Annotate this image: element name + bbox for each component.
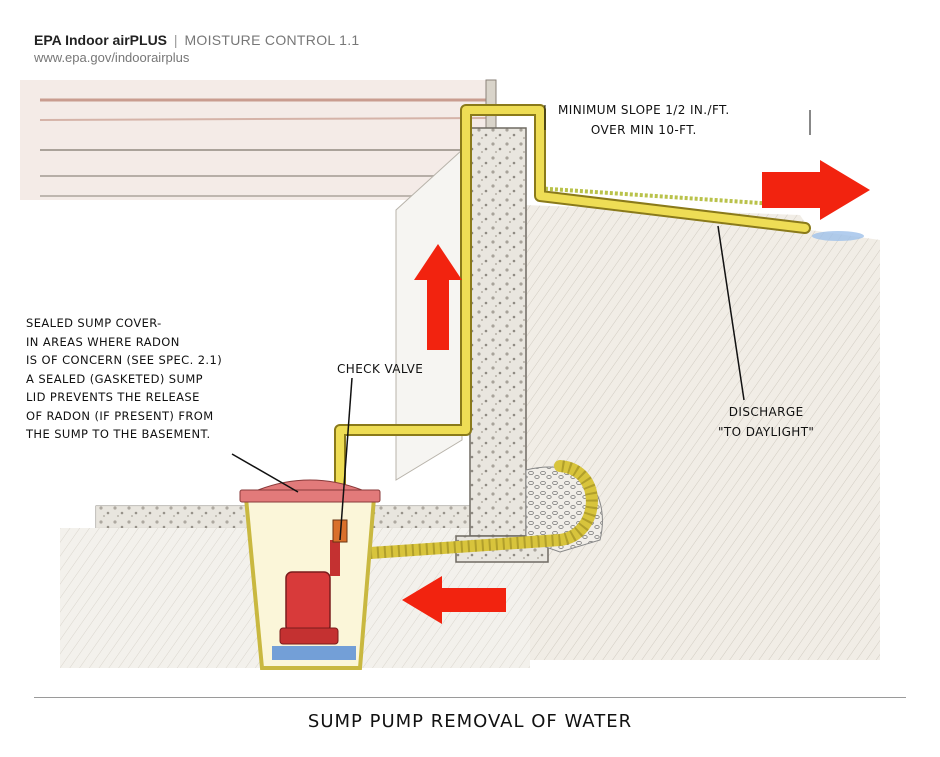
check-valve-label: CHECK VALVE: [337, 362, 424, 376]
sump-pump: [279, 540, 340, 645]
slope-line: MINIMUM SLOPE 1/2 IN./FT.: [558, 103, 730, 117]
brand-line: EPA Indoor airPLUS | MOISTURE CONTROL 1.…: [34, 32, 360, 48]
section-label: MOISTURE CONTROL 1.1: [184, 32, 360, 48]
slope-note: MINIMUM SLOPE 1/2 IN./FT. OVER MIN 10-FT…: [558, 100, 730, 140]
sealed-cover-note: SEALED SUMP COVER- IN AREAS WHERE RADON …: [26, 314, 222, 444]
brand-name: EPA Indoor airPLUS: [34, 32, 168, 48]
discharge-line: "TO DAYLIGHT": [718, 425, 815, 439]
note-line: IN AREAS WHERE RADON: [26, 334, 180, 349]
soil-backfill: [524, 186, 880, 660]
discharge-pipe: [334, 104, 811, 506]
note-line: OF RADON (IF PRESENT) FROM: [26, 408, 214, 423]
note-line: LID PREVENTS THE RELEASE: [26, 390, 200, 404]
slope-line: OVER MIN 10-FT.: [590, 123, 697, 137]
epa-url: www.epa.gov/indoorairplus: [34, 50, 190, 65]
arrow-right: [762, 160, 870, 220]
floor-joists: [20, 79, 497, 341]
note-line: A SEALED (GASKETED) SUMP: [26, 371, 203, 386]
discharge-water: [812, 231, 864, 241]
discharge-note: DISCHARGE "TO DAYLIGHT": [718, 402, 814, 442]
header: EPA Indoor airPLUS | MOISTURE CONTROL 1.…: [34, 32, 360, 65]
brand-separator: |: [173, 32, 178, 48]
figure-title: SUMP PUMP REMOVAL OF WATER: [307, 711, 633, 732]
title-divider: [34, 697, 906, 698]
discharge-line: DISCHARGE: [728, 405, 804, 419]
foundation-wall: [455, 127, 549, 563]
arrow-left: [402, 576, 506, 624]
note-line: SEALED SUMP COVER-: [26, 316, 162, 330]
leader-lines: [231, 105, 811, 541]
sealed-sump-cover: [239, 479, 381, 503]
flow-arrows: [402, 160, 870, 624]
arrow-up: [414, 244, 462, 350]
note-line: THE SUMP TO THE BASEMENT.: [26, 427, 211, 441]
note-line: IS OF CONCERN (SEE SPEC. 2.1): [26, 353, 223, 367]
